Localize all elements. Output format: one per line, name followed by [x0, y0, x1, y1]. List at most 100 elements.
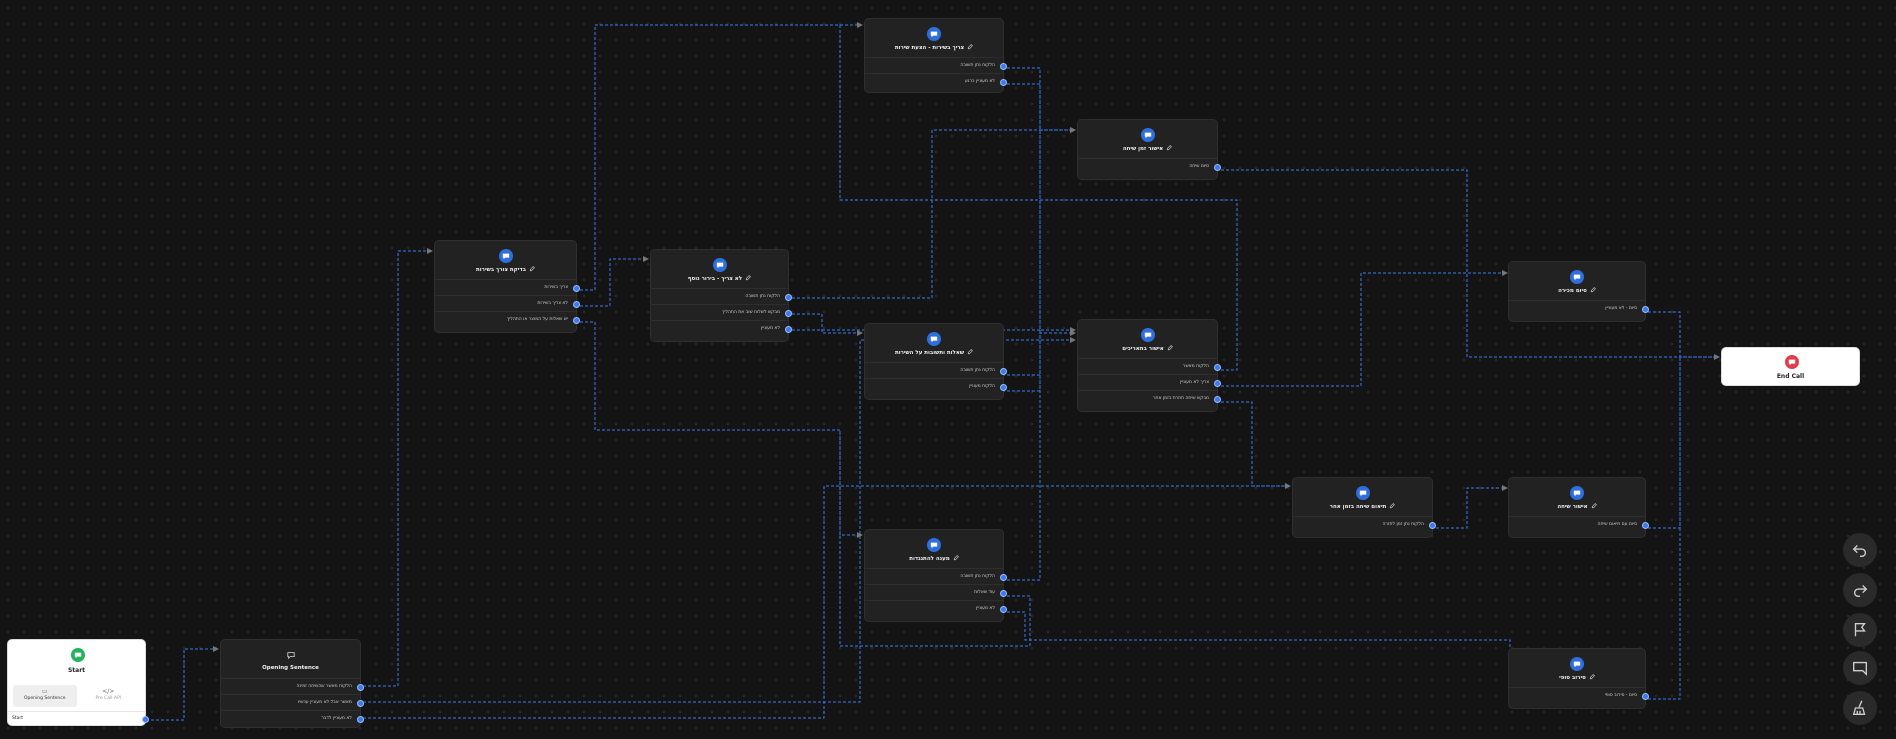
- node-title: אישור בתאריכים: [1078, 345, 1217, 352]
- node-title: אישור שיחה: [1509, 503, 1645, 510]
- tab-label: Pre Call API: [95, 696, 122, 701]
- chat-icon: [927, 27, 941, 41]
- row-label: לא מעוניין כרגע: [964, 79, 995, 84]
- output-handle[interactable]: [573, 316, 580, 324]
- output-handle[interactable]: [1642, 305, 1649, 313]
- chat-icon: [1570, 270, 1584, 284]
- tab-opening-sentence[interactable]: ▭ Opening Sentence: [13, 685, 77, 707]
- node-output-row: סיום - לא מעוניין: [1509, 300, 1649, 316]
- chat-icon: [712, 258, 727, 272]
- chat-icon: [927, 332, 941, 346]
- row-label: מבקש לשלוח שוב את התהליך: [721, 310, 780, 315]
- start-node[interactable]: Start ▭ Opening Sentence </> Pre Call AP…: [7, 639, 149, 726]
- output-handle[interactable]: [1000, 383, 1007, 391]
- tab-pre-call-api[interactable]: </> Pre Call API: [77, 685, 141, 707]
- row-label: צריך בשירות: [544, 285, 568, 290]
- row-label: סיום שיחה: [1189, 164, 1209, 169]
- output-handle[interactable]: [1214, 163, 1221, 171]
- flag-button[interactable]: [1843, 613, 1877, 647]
- node-output-row: הלקוח נתן זמן לחזרה: [1293, 516, 1436, 532]
- output-handle[interactable]: [785, 293, 792, 301]
- node-output-row: סיום - סירוב סופי: [1509, 687, 1649, 703]
- chat-icon: ▭: [41, 688, 48, 695]
- edit-icon: [1390, 503, 1396, 509]
- end-call-node[interactable]: End Call: [1721, 347, 1860, 386]
- row-label: סיום עם תיאום שיחה: [1597, 522, 1638, 527]
- row-label: סיום - לא מעוניין: [1605, 306, 1637, 311]
- node-output-row: צריך בשירות: [435, 279, 580, 295]
- node-questions[interactable]: שאלות ותשובות על השירות הלקוח נתן תשובה …: [864, 323, 1007, 400]
- edit-icon: [1589, 674, 1595, 680]
- row-label: צריך לא מעוניין: [1179, 380, 1209, 385]
- output-handle[interactable]: [1000, 78, 1007, 86]
- broom-icon: [1852, 700, 1866, 715]
- chat-icon: [1570, 657, 1584, 671]
- flag-icon: [1854, 623, 1866, 637]
- node-output-row: הלקוח מאשר שהשיחה זמינה: [221, 678, 364, 694]
- clean-button[interactable]: [1843, 691, 1877, 725]
- output-handle[interactable]: [1642, 692, 1649, 700]
- output-handle[interactable]: [1000, 62, 1007, 70]
- node-final-reject[interactable]: סירוב סופי סיום - סירוב סופי: [1508, 648, 1649, 709]
- output-handle[interactable]: [1214, 379, 1221, 387]
- node-output-row: הלקוח נתן תשובה: [865, 568, 1007, 584]
- output-handle[interactable]: [1000, 605, 1007, 613]
- comment-button[interactable]: [1843, 651, 1877, 685]
- row-label: לא צריך בשירות: [537, 301, 568, 306]
- output-handle[interactable]: [785, 325, 792, 333]
- node-output-row: הלקוח מאשר: [1078, 358, 1221, 374]
- output-handle[interactable]: [1000, 573, 1007, 581]
- output-handle[interactable]: [1642, 521, 1649, 529]
- node-output-row: לא צריך בשירות: [435, 295, 580, 311]
- output-handle[interactable]: [1000, 367, 1007, 375]
- end-call-icon: [1785, 355, 1799, 369]
- start-node-tabs: ▭ Opening Sentence </> Pre Call API: [13, 685, 140, 707]
- row-label: הלקוח נתן תשובה: [960, 368, 995, 373]
- edit-icon: [968, 44, 973, 50]
- end-call-title: End Call: [1776, 373, 1805, 380]
- node-opening-sentence[interactable]: Opening Sentence הלקוח מאשר שהשיחה זמינה…: [220, 639, 364, 728]
- row-label: סיום - סירוב סופי: [1604, 693, 1637, 698]
- chat-icon: [71, 648, 85, 662]
- start-node-title: Start: [67, 667, 86, 674]
- node-output-row: סיום שיחה: [1078, 158, 1221, 174]
- code-icon: </>: [102, 688, 115, 695]
- output-handle[interactable]: [785, 309, 792, 317]
- chat-icon: [1140, 328, 1155, 342]
- node-title: סירוב סופי: [1509, 674, 1645, 681]
- row-label: לא מעוניין: [975, 606, 995, 611]
- node-objection[interactable]: מענה להתנגדות הלקוח נתן תשובה עוד שאלות …: [864, 529, 1007, 622]
- node-schedule[interactable]: אישור בתאריכים הלקוח מאשר צריך לא מעוניי…: [1077, 319, 1221, 412]
- undo-button[interactable]: [1843, 533, 1877, 567]
- node-title: בדיקת צורך בשירות: [435, 266, 576, 273]
- row-label: הלקוח מאשר שהשיחה זמינה: [296, 684, 352, 689]
- output-handle[interactable]: [1214, 395, 1221, 403]
- node-verify-need[interactable]: בדיקת צורך בשירות צריך בשירות לא צריך בש…: [434, 240, 580, 333]
- redo-button[interactable]: [1843, 573, 1877, 607]
- output-handle[interactable]: [357, 715, 364, 723]
- chat-icon: [1355, 486, 1370, 500]
- node-output-row: לא מעוניין כרגע: [865, 73, 1007, 89]
- output-handle[interactable]: [357, 683, 364, 691]
- node-confirm-time[interactable]: אישור זמן שיחה סיום שיחה: [1077, 119, 1221, 180]
- output-handle[interactable]: [573, 284, 580, 292]
- output-handle[interactable]: [1000, 589, 1007, 597]
- node-output-row: לא מעוניין לדבר: [221, 710, 364, 726]
- node-close-sale[interactable]: סיום מכירה סיום - לא מעוניין: [1508, 261, 1649, 322]
- node-need-service[interactable]: צריך בשירות - הצעת שירות הלקוח נתן תשובה…: [864, 18, 1007, 93]
- output-handle[interactable]: [1429, 521, 1436, 529]
- node-title: מענה להתנגדות: [865, 555, 1003, 562]
- node-output-row: הלקוח נתן תשובה: [865, 362, 1007, 378]
- output-handle[interactable]: [1214, 363, 1221, 371]
- output-handle[interactable]: [573, 300, 580, 308]
- edit-icon: [1167, 345, 1173, 351]
- row-label: מבקש שיחה חוזרת בזמן אחר: [1153, 396, 1209, 401]
- node-confirm-call[interactable]: אישור שיחה סיום עם תיאום שיחה: [1508, 477, 1649, 538]
- node-no-need[interactable]: לא צריך - בירור נוסף הלקוח נתן תשובה מבק…: [650, 249, 792, 342]
- node-callback[interactable]: תיאום שיחה בזמן אחר הלקוח נתן זמן לחזרה: [1292, 477, 1436, 538]
- node-output-row: הלקוח נתן תשובה: [651, 288, 792, 304]
- chat-icon: [1140, 128, 1155, 142]
- output-handle[interactable]: [357, 699, 364, 707]
- comment-icon: [1853, 661, 1867, 676]
- output-handle[interactable]: [142, 716, 149, 723]
